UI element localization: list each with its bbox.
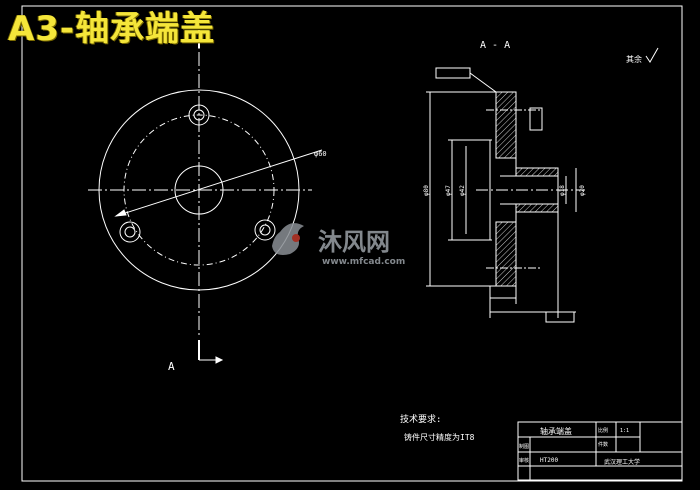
tb-material: HT200 [540, 457, 558, 464]
tb-checked-label: 审核 [519, 457, 529, 464]
flange-lower-hatch [495, 221, 517, 287]
bolt-hole-left-inner [124, 226, 136, 238]
dim-text-d47: φ47 [445, 185, 452, 196]
section-view [426, 67, 585, 323]
bolt-hole-right-inner [259, 224, 271, 236]
flange-upper-hatch [495, 91, 517, 159]
dim-text-d20: φ20 [579, 185, 586, 196]
tb-drawn-label: 制图 [519, 443, 529, 450]
tech-req-line1: 铸件尺寸精度为IT8 [404, 432, 475, 442]
tolerance-frame-right [529, 107, 543, 131]
bolt-hole-right [254, 219, 276, 241]
tolerance-frame-bottom [545, 311, 575, 323]
watermark-brand: 沐风网 [318, 228, 390, 256]
dim-text-d42: φ42 [459, 185, 466, 196]
tb-scale-value: 1:1 [620, 428, 629, 434]
section-label: A - A [480, 40, 510, 51]
watermark-logo-dot [292, 234, 300, 242]
tolerance-leader-top [469, 72, 497, 93]
drawing-frame [21, 5, 683, 482]
watermark-logo-icon [272, 223, 304, 255]
tb-part-name: 轴承端盖 [540, 426, 572, 436]
watermark: 沐风网 www.mfcad.com [272, 223, 405, 267]
title-block [517, 421, 683, 481]
pcd-dimension: φ60 [314, 150, 327, 158]
tb-qty-label: 件数 [598, 441, 608, 448]
boss-upper-hatch [515, 167, 559, 177]
view-label: A [168, 360, 175, 373]
title-block-frame [517, 421, 683, 481]
tb-school: 武汉理工大学 [604, 458, 640, 466]
front-view [88, 30, 323, 364]
tolerance-frame-top [435, 67, 471, 79]
roughness-check-icon [645, 47, 659, 63]
cut-arrow-bottom-head [215, 356, 224, 364]
tech-req-heading: 技术要求: [400, 413, 441, 425]
tb-scale-label: 比例 [598, 427, 608, 434]
pcd-arrow [114, 209, 127, 217]
dim-text-d18: φ18 [559, 185, 566, 196]
boss-lower-hatch [515, 203, 559, 213]
pcd-leader [115, 149, 323, 217]
bolt-hole-left [119, 221, 141, 243]
watermark-url: www.mfcad.com [322, 257, 405, 267]
dim-text-d80: φ80 [423, 185, 430, 196]
roughness-note: 其余 [626, 54, 642, 64]
drawing-title-overlay: A3-轴承端盖 [8, 9, 216, 49]
